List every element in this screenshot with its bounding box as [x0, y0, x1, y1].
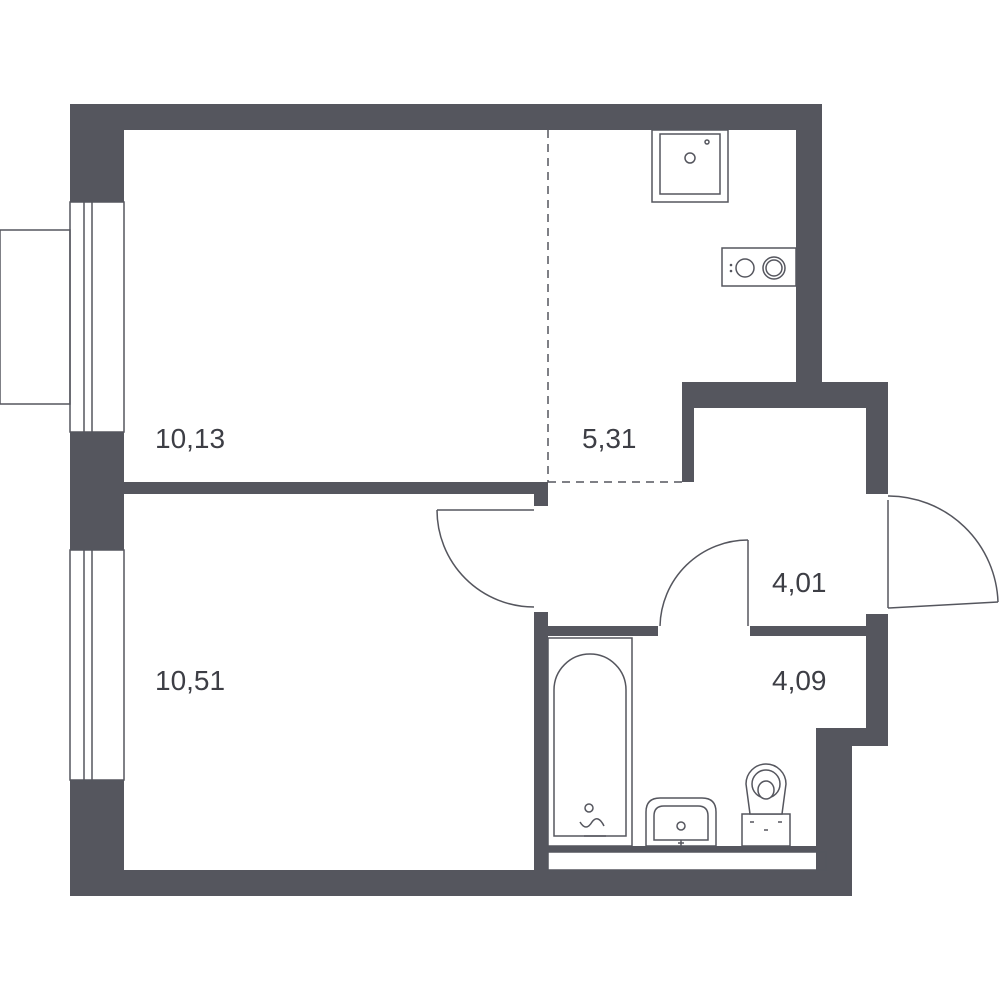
- kitchen-area: 5,31: [582, 423, 637, 454]
- bathroom-door-icon: [659, 539, 749, 627]
- interior-walls: [124, 482, 866, 871]
- kitchen-sink-icon: [651, 129, 729, 203]
- balcony: [0, 229, 71, 405]
- toilet-icon: [741, 763, 791, 847]
- bathtub-icon: [547, 637, 633, 847]
- room-bottom-left-area: 10,51: [155, 665, 225, 696]
- cooktop-icon: [721, 247, 797, 287]
- doors: [436, 495, 999, 627]
- washbasin-icon: [645, 797, 717, 847]
- windows: [0, 201, 125, 781]
- room-door-icon: [436, 509, 535, 608]
- room-labels: 10,13 5,31 4,01 4,09 10,51: [155, 423, 827, 696]
- bathroom-area: 4,09: [772, 665, 827, 696]
- entrance-door-icon: [887, 495, 999, 609]
- exterior-walls: [70, 104, 888, 896]
- room-top-left-area: 10,13: [155, 423, 225, 454]
- zone-boundaries: [547, 130, 682, 483]
- hallway-area: 4,01: [772, 567, 827, 598]
